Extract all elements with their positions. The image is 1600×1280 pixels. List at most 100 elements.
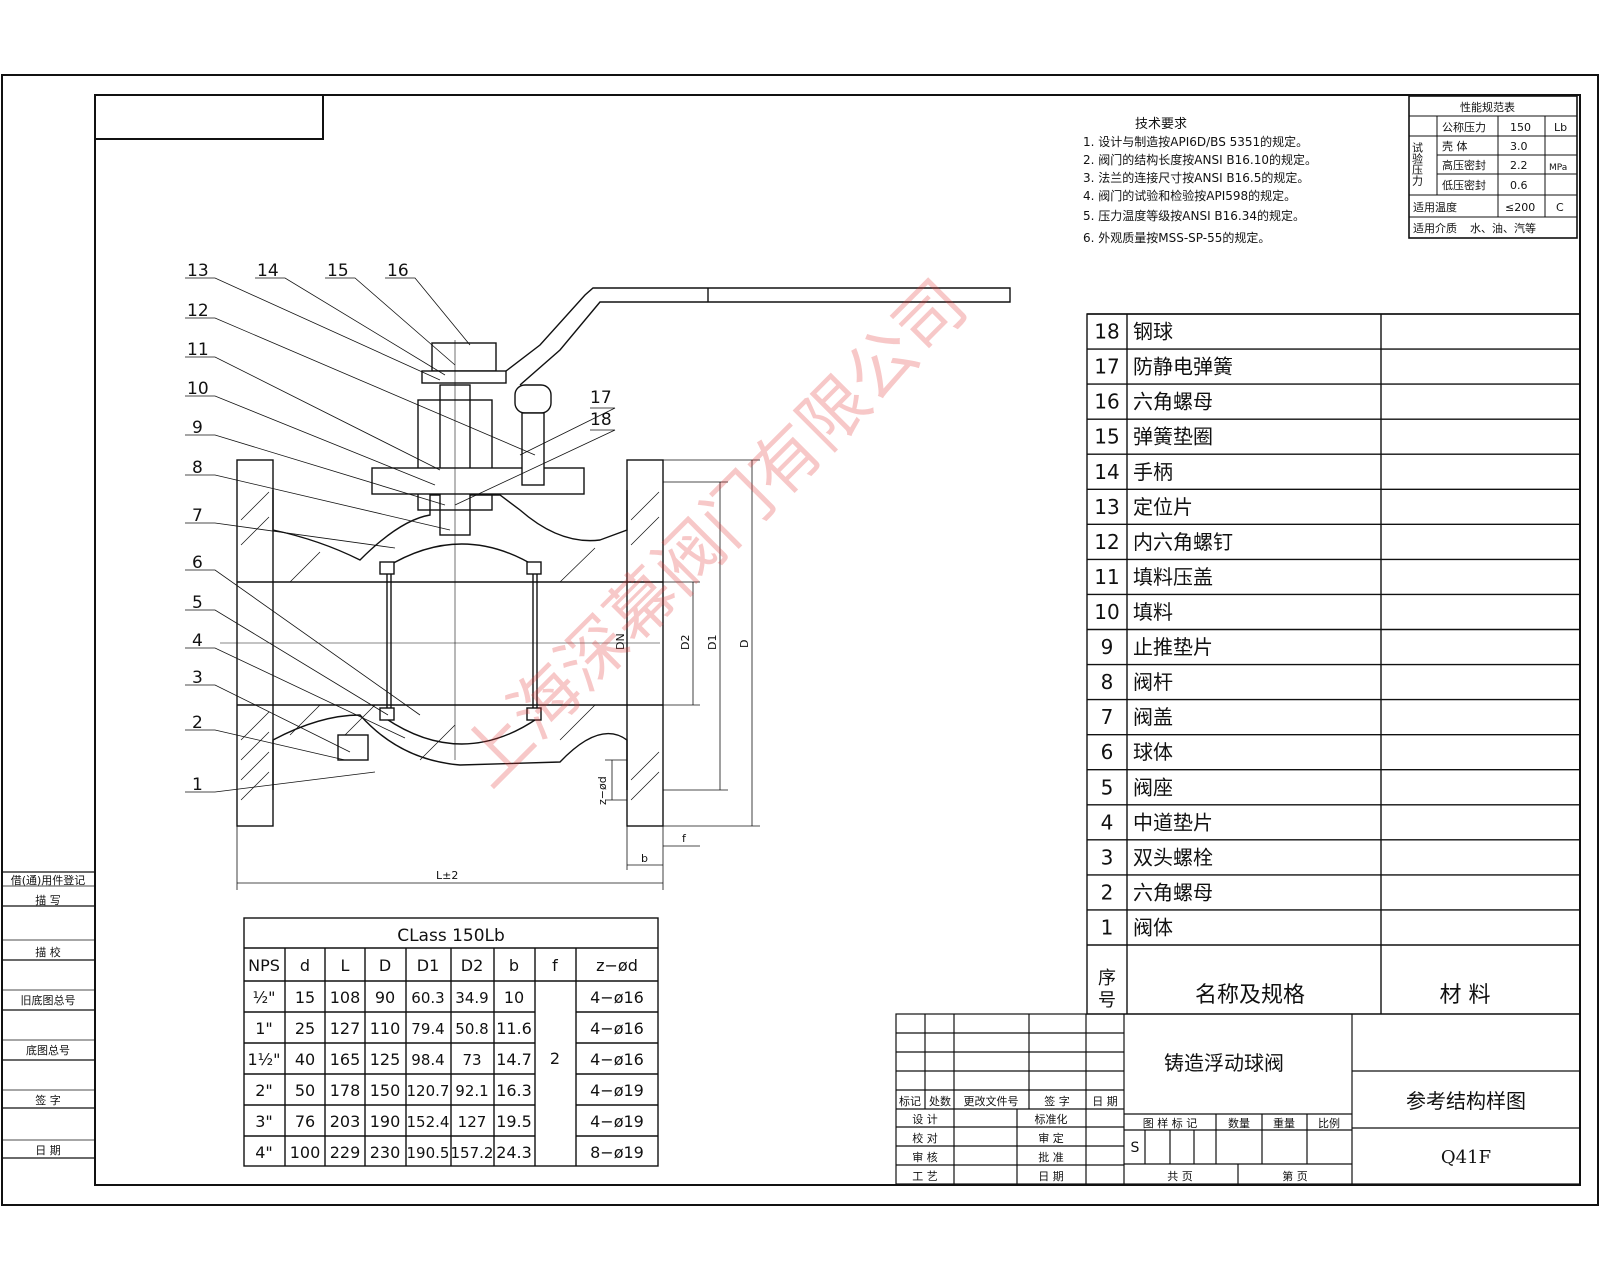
callout-2: 2 (192, 713, 203, 733)
dim-table-cell: 34.9 (455, 989, 488, 1007)
body-bottom-outline (272, 714, 628, 790)
left-label-2: 描 校 (35, 945, 61, 959)
seat-right-bottom (526, 707, 542, 721)
dim-table-cell: 4−ø16 (590, 988, 644, 1007)
parts-row-no: 17 (1094, 355, 1119, 379)
tech-item-5: 5. 压力温度等级按ANSI B16.34的规定。 (1083, 208, 1305, 223)
outer-border (1, 74, 1599, 1206)
callout-numbers: 13 14 15 16 12 11 10 9 8 7 6 5 4 3 2 1 1… (187, 261, 612, 795)
dim-table-cell: 90 (375, 988, 395, 1007)
valve-section (220, 287, 1011, 827)
role-right-0: 标准化 (1035, 1112, 1068, 1126)
tech-item-2: 2. 阀门的结构长度按ANSI B16.10的规定。 (1083, 152, 1317, 167)
perf-row-0-value: 3.0 (1510, 140, 1528, 153)
callout-5: 5 (192, 593, 203, 613)
title-block-text: 标记 处数 更改文件号 签 字 日 期 设 计 校 对 审 核 工 艺 标准化 … (899, 1051, 1526, 1183)
parts-row-name: 中道垫片 (1133, 810, 1213, 834)
callout-3: 3 (192, 668, 203, 688)
perf-nominal-label: 公称压力 (1442, 120, 1486, 134)
parts-row-name: 六角螺母 (1133, 390, 1213, 414)
dim-table-cell: 4−ø16 (590, 1019, 644, 1038)
stage-header-0: 图 样 标 记 (1143, 1116, 1198, 1130)
dim-table-cell: 19.5 (496, 1112, 532, 1131)
dim-table-cell: 1½" (247, 1050, 280, 1069)
dim-table-cell: 4−ø19 (590, 1081, 644, 1100)
dim-table-header: NPS (248, 956, 280, 975)
parts-row-no: 3 (1101, 845, 1114, 869)
dim-label-D: D (738, 640, 751, 648)
dim-table-cell: 4−ø16 (590, 1050, 644, 1069)
rev-header-0: 标记 (899, 1094, 921, 1108)
seat-right-top (526, 561, 542, 575)
perf-row-1-value: 2.2 (1510, 159, 1528, 172)
perf-row-2-label: 低压密封 (1442, 178, 1486, 192)
parts-row-name: 定位片 (1133, 495, 1193, 519)
dim-label-zd: z−ød (596, 776, 609, 805)
callout-leaders (185, 277, 616, 793)
parts-row-no: 10 (1094, 600, 1119, 624)
body-stud (337, 734, 369, 761)
callout-8: 8 (192, 458, 203, 478)
left-registration-column (2, 871, 95, 1159)
role-right-1: 审 定 (1038, 1131, 1064, 1145)
dim-table-cell: 16.3 (496, 1081, 532, 1100)
left-label-4: 底图总号 (26, 1043, 70, 1057)
dim-table-cell: 50.8 (455, 1020, 488, 1038)
parts-row-no: 13 (1094, 495, 1119, 519)
dim-table-cell: 229 (330, 1143, 361, 1162)
stage-mark: S (1131, 1140, 1140, 1156)
dim-label-f: f (682, 832, 687, 845)
perf-pressure-unit: MPa (1549, 163, 1567, 173)
dim-table-cell: 120.7 (407, 1082, 450, 1100)
performance-table (1408, 95, 1578, 239)
parts-row-name: 止推垫片 (1133, 635, 1213, 659)
dim-table-cell: 157.2 (451, 1144, 494, 1162)
left-label-3: 旧底图总号 (21, 993, 76, 1007)
perf-nominal-unit: Lb (1554, 121, 1567, 134)
parts-row-name: 填料 (1133, 600, 1173, 624)
dim-table-header: d (300, 956, 310, 975)
parts-row-no: 18 (1094, 320, 1119, 344)
rev-header-2: 更改文件号 (964, 1094, 1019, 1108)
role-right-2: 批 准 (1038, 1150, 1064, 1164)
dim-table-cell: 14.7 (496, 1050, 532, 1069)
parts-row-name: 六角螺母 (1133, 880, 1213, 904)
dim-table-header: D1 (417, 956, 440, 975)
dim-table-cell: 24.3 (496, 1143, 532, 1162)
stage-header-2: 重量 (1273, 1116, 1295, 1130)
parts-row-name: 填料压盖 (1133, 565, 1213, 589)
dim-table-cell: 10 (504, 988, 524, 1007)
parts-row-no: 16 (1094, 390, 1119, 414)
parts-row-name: 防静电弹簧 (1133, 355, 1233, 379)
perf-test-pressure: 试验压力 (1411, 142, 1424, 186)
dim-table-cell: 60.3 (411, 989, 444, 1007)
dim-table-cell: 152.4 (407, 1113, 450, 1131)
dim-table-f-value: 2 (550, 1049, 560, 1068)
callout-18: 18 (590, 410, 612, 430)
dim-table-cell: 2" (255, 1081, 273, 1100)
parts-row-name: 手柄 (1133, 460, 1173, 484)
parts-row-name: 阀盖 (1133, 705, 1173, 729)
role-left-1: 校 对 (912, 1131, 938, 1145)
mounting-pad (371, 467, 585, 495)
dim-table-cell: 1" (255, 1019, 273, 1038)
dim-table-cell: 79.4 (411, 1020, 444, 1038)
dim-table-cell: 15 (295, 988, 315, 1007)
dim-label-D1: D1 (706, 635, 719, 650)
parts-row-name: 阀杆 (1133, 670, 1173, 694)
perf-temp-value: ≤200 (1505, 201, 1535, 214)
dim-table-header: D2 (461, 956, 484, 975)
tech-item-1: 1. 设计与制造按API6D/BS 5351的规定。 (1083, 134, 1308, 149)
parts-list-header: 序 号 名称及规格 材 料 (1098, 968, 1491, 1011)
parts-list-grid (1086, 313, 1581, 1015)
dim-table-cell: 127 (330, 1019, 361, 1038)
model-number: Q41F (1441, 1147, 1491, 1168)
dim-table-cell: ½" (253, 988, 276, 1007)
callout-15: 15 (327, 261, 349, 281)
dim-table-cell: 190.5 (407, 1144, 450, 1162)
dimension-labels: L±2 D D1 D2 DN z−ød f b (436, 633, 751, 882)
parts-row-no: 7 (1101, 705, 1114, 729)
parts-row-no: 4 (1101, 810, 1114, 834)
spring-washer (421, 370, 507, 384)
